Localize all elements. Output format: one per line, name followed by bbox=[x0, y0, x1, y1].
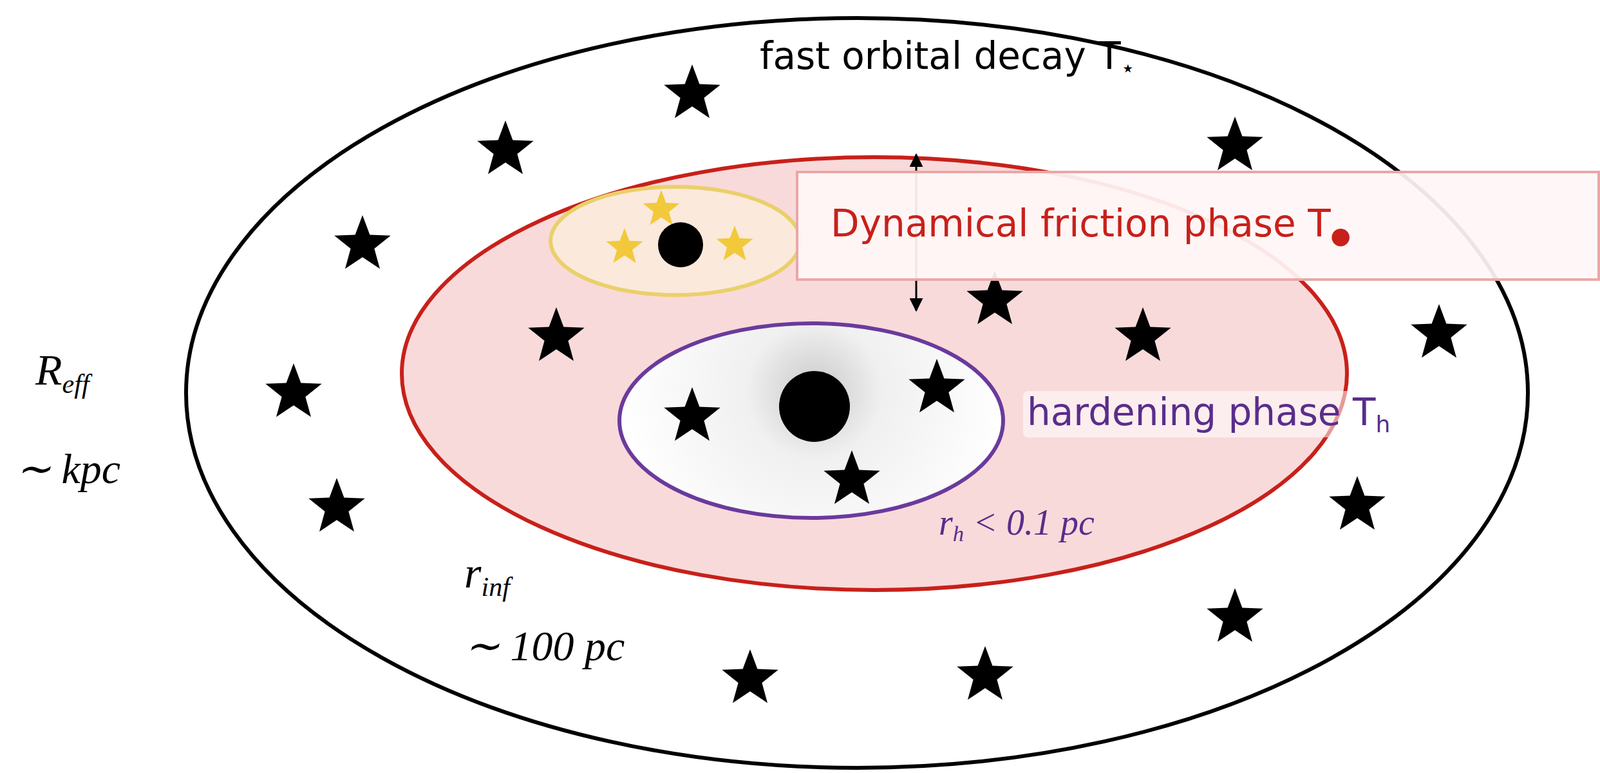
phase-label: fast orbital decay T⋆ bbox=[759, 34, 1136, 82]
radius-label: rh < 0.1 pc bbox=[938, 501, 1095, 547]
secondary-black-hole bbox=[658, 222, 704, 268]
phase-box: Dynamical friction phase T● bbox=[795, 170, 1600, 281]
hardening-ellipse-outline bbox=[617, 321, 1006, 520]
galaxy-ellipse: fast orbital decay T⋆hardening phase Thr… bbox=[183, 15, 1531, 771]
star bbox=[606, 227, 644, 263]
star bbox=[527, 307, 584, 361]
star bbox=[663, 64, 720, 118]
star bbox=[334, 215, 391, 269]
satellite-cluster bbox=[550, 186, 801, 295]
phase-label: Dynamical friction phase T● bbox=[830, 202, 1351, 249]
star bbox=[1114, 307, 1171, 361]
star bbox=[1206, 116, 1263, 170]
radius-label: Reff bbox=[35, 344, 90, 400]
central-black-hole bbox=[779, 370, 850, 442]
star bbox=[1410, 303, 1467, 358]
star bbox=[956, 645, 1013, 700]
star bbox=[908, 358, 965, 413]
star bbox=[643, 189, 680, 225]
star bbox=[663, 386, 720, 441]
scale-label: ∼ 100 pc bbox=[464, 621, 625, 671]
radius-label: rinf bbox=[464, 547, 510, 603]
star bbox=[308, 477, 365, 532]
scale-label: ∼ kpc bbox=[15, 444, 121, 494]
star bbox=[1206, 587, 1263, 642]
hardening-ellipse: hardening phase Thrh < 0.1 pc bbox=[617, 321, 1006, 520]
star bbox=[1328, 475, 1385, 530]
star bbox=[716, 225, 754, 261]
star bbox=[477, 120, 534, 174]
star bbox=[265, 363, 322, 417]
stars bbox=[265, 64, 1467, 703]
phase-label: hardening phase Th bbox=[1023, 390, 1394, 438]
star bbox=[823, 450, 880, 504]
star bbox=[721, 649, 778, 703]
